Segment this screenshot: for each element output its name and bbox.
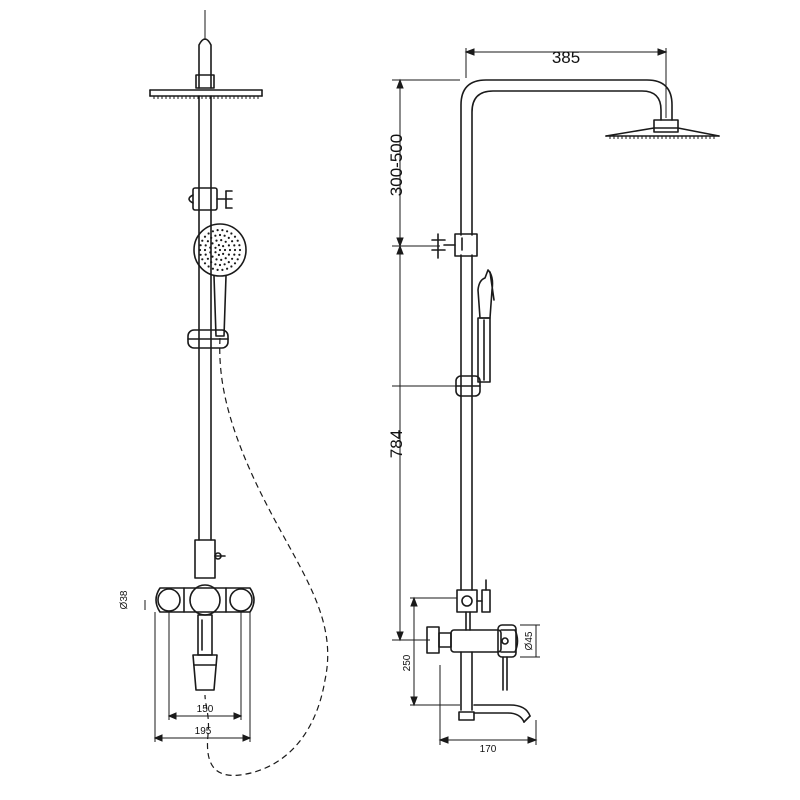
- hand-shower-nozzle: [214, 234, 217, 237]
- side-hand-shower: [477, 269, 495, 383]
- hand-shower-nozzle: [223, 248, 227, 252]
- side-spout: [458, 651, 531, 723]
- hand-shower-nozzle: [211, 230, 214, 233]
- hand-shower-nozzle: [231, 240, 234, 243]
- front-bar-connector: [194, 539, 216, 579]
- side-shower-arm: [460, 79, 673, 236]
- hand-shower-nozzle: [238, 253, 241, 256]
- hand-shower-nozzle: [203, 248, 207, 252]
- arm-length-label: 385: [552, 48, 580, 67]
- hand-shower-nozzle: [210, 236, 213, 239]
- hand-shower-nozzle: [201, 239, 204, 242]
- hand-shower-nozzle: [231, 257, 234, 260]
- front-outlet-diameter-label: Ø38: [119, 590, 130, 609]
- hand-shower-nozzle: [217, 244, 220, 247]
- side-diverter: [431, 233, 478, 259]
- hand-shower-nozzle: [227, 244, 230, 247]
- hand-shower-nozzle: [227, 261, 230, 264]
- hand-shower-nozzle: [214, 251, 217, 254]
- hand-shower-nozzle: [214, 246, 217, 249]
- hand-shower-nozzle: [233, 262, 237, 265]
- hand-shower-nozzle: [211, 242, 214, 245]
- hand-shower-nozzle: [236, 258, 239, 261]
- hand-shower-nozzle: [233, 248, 237, 252]
- hand-shower-nozzle: [230, 232, 233, 235]
- hand-shower-nozzle: [233, 235, 237, 238]
- hand-shower-nozzle: [199, 253, 202, 256]
- height-adjust-label: 300-500: [387, 134, 406, 196]
- mixer-height-label: 250: [402, 654, 413, 671]
- hand-shower-nozzle: [220, 239, 223, 242]
- side-rain-head: [605, 119, 720, 139]
- hand-shower-nozzle: [218, 248, 222, 252]
- front-top-tube: [198, 38, 212, 89]
- hand-shower-nozzle: [210, 261, 213, 264]
- hand-shower-nozzle: [236, 239, 239, 242]
- front-dimension-lines: [144, 600, 252, 742]
- hand-shower-nozzle: [223, 263, 226, 266]
- hand-shower-nozzle: [218, 263, 222, 267]
- hand-shower-nozzle: [222, 245, 225, 248]
- hand-shower-nozzle: [223, 234, 226, 237]
- hand-shower-nozzle: [230, 265, 233, 268]
- dim-arm-length: [464, 48, 668, 118]
- side-mixer-body: [426, 611, 519, 691]
- front-center-spacing-label: 150: [197, 704, 214, 715]
- hand-shower-nozzle: [214, 263, 217, 266]
- hand-shower-nozzle: [199, 244, 202, 247]
- hand-shower-nozzle: [233, 253, 236, 256]
- hand-shower-nozzle: [215, 239, 218, 242]
- front-total-width-label: 195: [195, 726, 212, 737]
- hand-shower-nozzle: [209, 246, 212, 249]
- hand-shower-nozzle: [220, 258, 223, 261]
- side-outlet-diameter-label: Ø45: [524, 631, 535, 650]
- hand-shower-nozzle: [206, 257, 209, 260]
- dim-vertical: [392, 78, 460, 642]
- hand-shower-nozzle: [211, 255, 214, 258]
- hand-shower-nozzle: [204, 244, 207, 247]
- hand-shower-nozzle: [226, 230, 229, 233]
- hand-shower-nozzle: [215, 258, 218, 261]
- hand-shower-nozzle: [206, 240, 209, 243]
- hand-shower-nozzle: [222, 252, 225, 255]
- hand-shower-nozzle: [238, 244, 241, 247]
- hand-shower-nozzle: [203, 262, 207, 265]
- hand-shower-nozzle: [209, 251, 212, 254]
- front-mixer-body: [155, 584, 255, 616]
- hand-shower-nozzle: [201, 258, 204, 261]
- hand-shower-nozzle: [198, 248, 202, 252]
- hand-shower-nozzle: [207, 232, 210, 235]
- hand-shower-nozzle: [227, 236, 230, 239]
- hand-shower-nozzle: [218, 233, 222, 237]
- front-rain-head: [149, 89, 263, 99]
- hand-shower-nozzle: [217, 253, 220, 256]
- hand-shower-nozzle: [216, 268, 219, 271]
- front-spout: [192, 614, 218, 691]
- spout-length-label: 170: [480, 744, 497, 755]
- hand-shower-nozzle: [233, 244, 236, 247]
- hand-shower-nozzle: [221, 229, 224, 232]
- bar-length-label: 784: [387, 430, 406, 458]
- hand-shower-nozzle: [228, 248, 232, 252]
- hand-shower-nozzle: [211, 267, 214, 270]
- front-view: Ø38 150 195: [119, 10, 329, 777]
- hand-shower-nozzle: [207, 265, 210, 268]
- front-head-connector: [195, 74, 215, 89]
- hand-shower-nozzle: [224, 257, 227, 260]
- side-lower-connector: [456, 579, 491, 613]
- hand-shower-nozzle: [221, 268, 224, 271]
- hand-shower-nozzle: [216, 229, 219, 232]
- side-small-dimensions: [410, 596, 540, 745]
- front-hand-shower-head: [193, 223, 247, 277]
- hand-shower-nozzle: [226, 267, 229, 270]
- hand-shower-nozzle: [224, 240, 227, 243]
- hand-shower-nozzle: [227, 253, 230, 256]
- front-hand-shower-handle: [213, 275, 227, 337]
- hand-shower-nozzle: [204, 253, 207, 256]
- hand-shower-nozzle: [238, 248, 242, 252]
- side-view: 385 300-500 784: [387, 48, 720, 755]
- front-diverter: [188, 187, 233, 211]
- hand-shower-nozzle: [203, 235, 207, 238]
